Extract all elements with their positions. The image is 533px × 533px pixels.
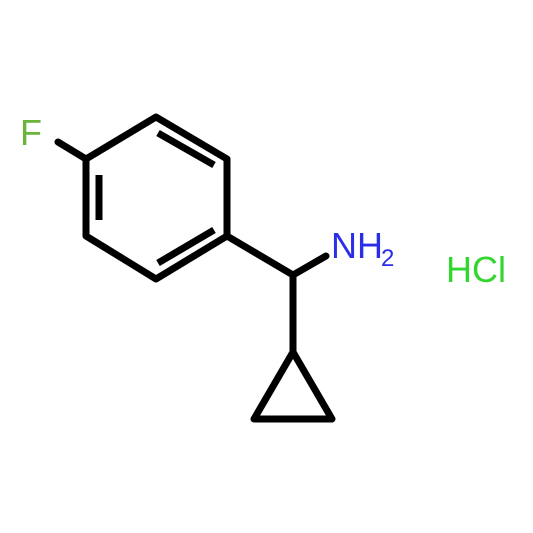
ring-inner-double-bond-lower-right xyxy=(156,226,216,267)
hcl-label: HCl xyxy=(446,249,506,290)
c-n-bond xyxy=(289,252,330,279)
ring-inner-double-bond-top xyxy=(156,129,216,169)
cyclopropyl-ring xyxy=(250,348,336,423)
fluorine-label: F xyxy=(20,112,42,153)
amine-subscript: 2 xyxy=(381,245,394,272)
amine-label: NH xyxy=(331,225,383,266)
ring-to-ch-bond xyxy=(223,232,297,279)
c-f-bond xyxy=(54,138,90,163)
benzene-ring xyxy=(82,113,231,283)
ring-outline xyxy=(82,113,231,283)
